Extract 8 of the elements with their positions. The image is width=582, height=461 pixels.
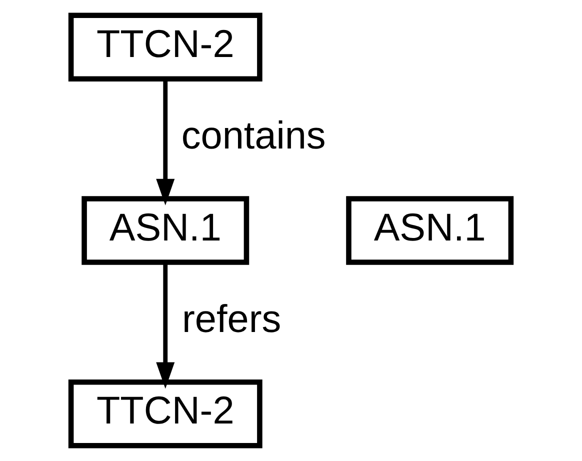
node-box: TTCN-2 [68, 379, 262, 448]
node-box: TTCN-2 [68, 12, 262, 82]
arrow [156, 79, 175, 206]
node-box: ASN.1 [82, 196, 250, 265]
edge-label: refers [182, 298, 282, 342]
arrow [156, 262, 175, 389]
node-box: ASN.1 [346, 196, 514, 265]
edge-label: contains [181, 114, 326, 158]
